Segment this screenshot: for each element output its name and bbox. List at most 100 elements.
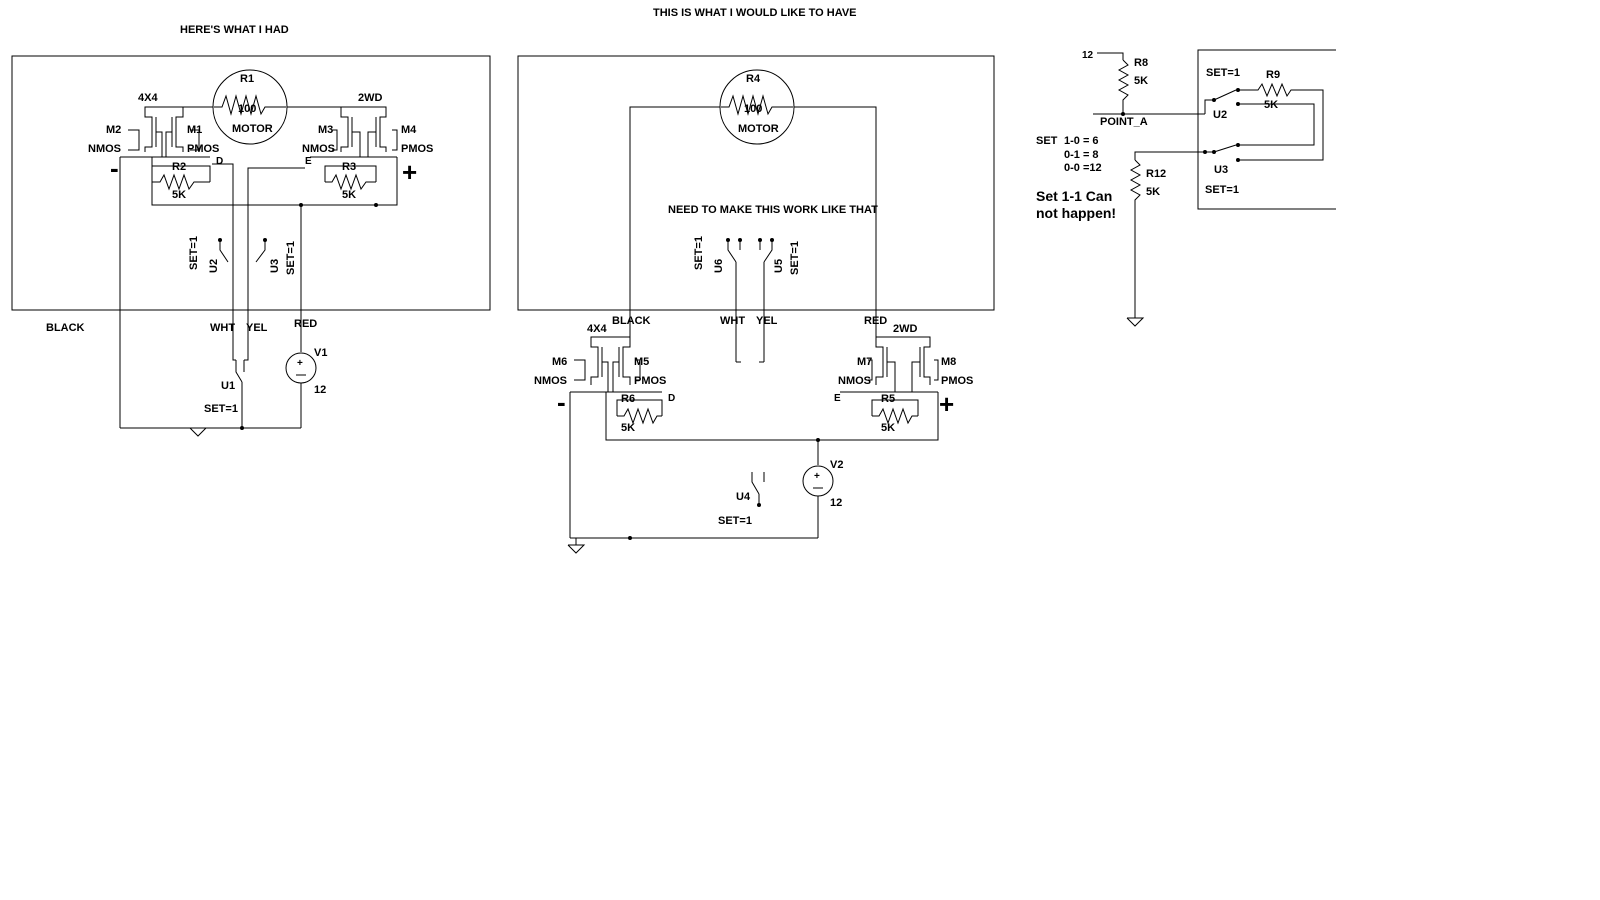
right-motor-ref: R4 (746, 73, 761, 85)
right-ground-symbol (567, 544, 586, 554)
center-heading: THIS IS WHAT I WOULD LIKE TO HAVE (653, 7, 857, 19)
right-m5-label: M5 (634, 356, 649, 368)
left-nmos-label-b: NMOS (302, 143, 335, 155)
left-u1-label: U1 (221, 380, 235, 392)
right-wire-black: BLACK (612, 315, 651, 327)
right-wire-yel: YEL (756, 315, 778, 327)
logic-r9-ref: R9 (1266, 69, 1280, 81)
left-u2-label: U2 (208, 259, 220, 273)
right-label-4x4: 4X4 (587, 323, 607, 335)
right-r6-ref: R6 (621, 393, 635, 405)
right-switch-u6 (726, 238, 742, 362)
right-motor-value: 100 (744, 103, 762, 115)
right-wire-red: RED (864, 315, 887, 327)
logic-ground-symbol (1126, 317, 1145, 327)
svg-text:+: + (297, 358, 303, 369)
left-motor-label: MOTOR (232, 123, 273, 135)
logic-supply-label: 12 (1082, 50, 1094, 61)
logic-u2-label: U2 (1213, 109, 1227, 121)
left-r3-value: 5K (342, 189, 356, 201)
left-ground-symbol (189, 427, 207, 437)
right-pmos-label-b: PMOS (941, 375, 973, 387)
left-label-2wd: 2WD (358, 92, 383, 104)
right-m6-label: M6 (552, 356, 567, 368)
right-motor-resistor-zigzag (721, 94, 793, 116)
right-node-e: E (834, 393, 841, 404)
right-mosfet-pair-a (570, 336, 662, 393)
right-r6-value: 5K (621, 422, 635, 434)
logic-note-line-2: not happen! (1036, 205, 1116, 221)
right-wire-wht: WHT (720, 315, 745, 327)
logic-r8-ref: R8 (1134, 57, 1148, 69)
left-pmos-label-b: PMOS (401, 143, 433, 155)
left-wire-wht: WHT (210, 322, 235, 334)
left-r2-value: 5K (172, 189, 186, 201)
left-m4-label: M4 (401, 124, 417, 136)
right-pmos-label-a: PMOS (634, 375, 666, 387)
left-v1-value: 12 (314, 384, 326, 396)
logic-truth-row-3: 0-0 =12 (1064, 162, 1102, 174)
logic-r12-ref: R12 (1146, 168, 1166, 180)
right-minus-sign: - (557, 387, 566, 417)
logic-set-label: SET (1036, 135, 1058, 147)
right-u6-label: U6 (713, 259, 725, 273)
right-u4-set: SET=1 (718, 515, 752, 527)
logic-truth-row-2: 0-1 = 8 (1064, 149, 1099, 161)
left-m1-label: M1 (187, 124, 202, 136)
logic-u2-set: SET=1 (1206, 67, 1240, 79)
right-u6-set: SET=1 (693, 236, 705, 270)
right-v2-label: V2 (830, 459, 843, 471)
logic-r9-resistor (1238, 82, 1324, 161)
left-r3-resistor (325, 173, 376, 191)
left-v1-label: V1 (314, 347, 327, 359)
logic-r12-resistor (1129, 159, 1142, 318)
logic-circuit: 12 R8 5K POINT_A SET=1 U2 R9 5K U3 (1036, 49, 1336, 327)
left-wire-red: RED (294, 318, 317, 330)
left-wire-yel: YEL (246, 322, 268, 334)
left-circuit: R1 100 MOTOR 4X4 2WD M2 M1 NMOS PMOS D (11, 55, 491, 437)
left-u3-label: U3 (269, 259, 281, 273)
left-u3-set: SET=1 (285, 241, 297, 275)
right-nmos-label-b: NMOS (838, 375, 871, 387)
right-m8-label: M8 (941, 356, 956, 368)
right-node-d: D (668, 393, 675, 404)
left-r2-resistor (152, 173, 210, 191)
left-label-4x4: 4X4 (138, 92, 158, 104)
right-nmos-label-a: NMOS (534, 375, 567, 387)
logic-u3-set: SET=1 (1205, 184, 1239, 196)
logic-note-line-1: Set 1-1 Can (1036, 188, 1112, 204)
left-pmos-label-a: PMOS (187, 143, 219, 155)
left-r2-ref: R2 (172, 161, 186, 173)
left-mosfet-pair-b (310, 106, 398, 158)
left-minus-sign: - (110, 153, 119, 183)
logic-u3-label: U3 (1214, 164, 1228, 176)
logic-r12-value: 5K (1146, 186, 1160, 198)
left-r3-ref: R3 (342, 161, 356, 173)
left-wire-black: BLACK (46, 322, 85, 334)
left-m3-label: M3 (318, 124, 333, 136)
left-switch-u1 (235, 360, 245, 428)
right-motor-label: MOTOR (738, 123, 779, 135)
left-switch-u2 (218, 238, 234, 270)
left-u2-set: SET=1 (188, 236, 200, 270)
left-enclosure-box (11, 55, 491, 311)
left-mosfet-pair-a (120, 106, 210, 158)
need-heading: NEED TO MAKE THIS WORK LIKE THAT (668, 204, 878, 216)
right-label-2wd: 2WD (893, 323, 918, 335)
right-u5-label: U5 (773, 259, 785, 273)
svg-text:+: + (814, 471, 820, 482)
logic-enclosure-lines (1197, 49, 1336, 210)
right-switch-u4 (751, 472, 765, 507)
left-plus-sign: + (402, 157, 417, 187)
right-r5-value: 5K (881, 422, 895, 434)
left-node-d: D (216, 156, 223, 167)
right-u5-set: SET=1 (789, 241, 801, 275)
left-u1-set: SET=1 (204, 403, 238, 415)
right-switch-u5 (758, 238, 774, 362)
left-heading: HERE'S WHAT I HAD (180, 24, 289, 36)
left-switch-u3 (247, 238, 267, 270)
right-mosfet-pair-b (840, 336, 939, 393)
right-r5-resistor (872, 407, 918, 425)
logic-r8-value: 5K (1134, 75, 1148, 87)
